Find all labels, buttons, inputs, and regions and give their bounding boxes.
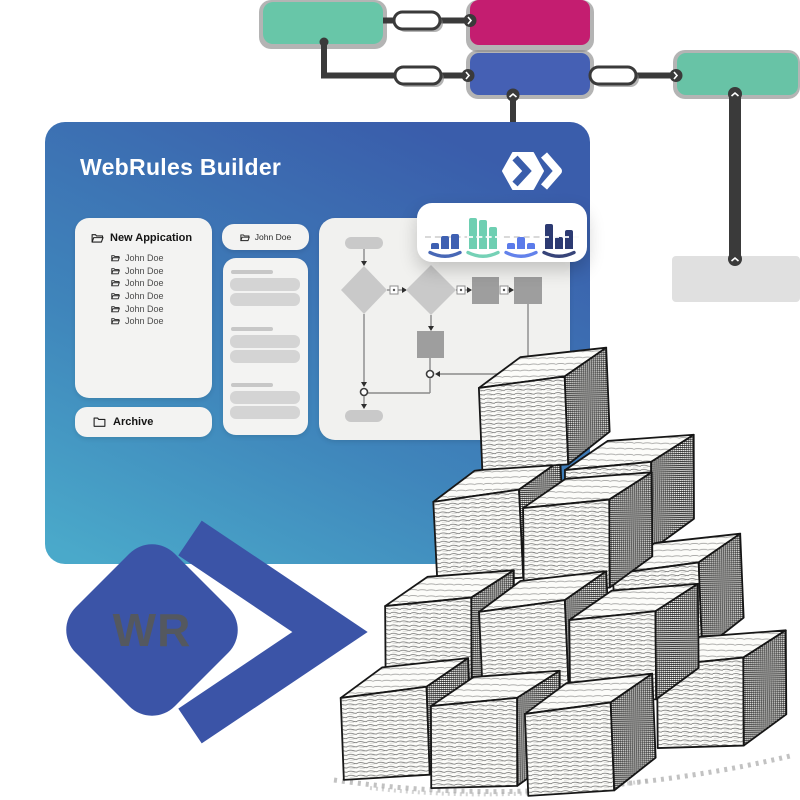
cube-stack-illustration [333,346,791,797]
sidebar-item-label: John Doe [125,278,164,289]
chart-gridline-highlight [543,236,579,238]
sidebar-item-label: John Doe [125,265,164,276]
bar [507,243,515,249]
archive-button[interactable]: Archive [75,407,212,437]
chart-bars [428,217,576,259]
junction-node[interactable] [359,387,369,397]
port-dot-arrow [506,88,520,102]
sidebar-section-header[interactable]: New Appication [91,232,212,244]
port-dot-arrow [463,14,477,27]
port-dot-arrow [728,87,742,101]
bar [451,234,459,249]
sidebar-item-label: John Doe [125,316,164,327]
sidebar-item[interactable]: John Doe [111,315,212,328]
open-folder-icon [239,233,250,241]
sidebar-item[interactable]: John Doe [111,265,212,278]
bar [479,220,487,249]
process-node[interactable] [472,277,499,304]
folder-icon [111,293,120,300]
flow-connector-line [321,42,397,79]
wr-logo-text: WR [112,604,192,656]
placeholder-bar [230,293,300,306]
sidebar-item-label: John Doe [125,291,164,302]
bar [441,236,449,249]
folder-icon [111,268,120,275]
folder-icon [111,305,120,312]
document-header-label: John Doe [254,232,292,242]
wr-chevron-icon [178,520,368,744]
placeholder-bar [230,335,300,348]
bar-group [428,217,462,259]
document-header-card[interactable]: John Doe [222,224,309,250]
placeholder-line [231,270,273,274]
bar [517,237,525,249]
end-node[interactable] [345,410,383,422]
folder-icon [111,255,120,262]
decision-node[interactable] [406,265,456,315]
sidebar: New Appication John Doe John Doe John Do… [75,218,212,398]
decision-node[interactable] [341,266,387,314]
port-dot [319,37,329,47]
chart-gridline-highlight [467,236,501,238]
folder-icon [111,318,120,325]
flow-pill-connector[interactable] [392,10,443,32]
sidebar-item-label: John Doe [125,303,164,314]
port-dot-arrow [669,69,683,82]
flow-node-teal[interactable] [677,53,798,95]
flow-node-gray-placeholder[interactable] [672,256,800,302]
sidebar-item[interactable]: John Doe [111,290,212,303]
port-dot-arrow [728,252,742,266]
sidebar-item-list: John Doe John Doe John Doe John Doe John… [75,252,212,328]
placeholder-bar [230,278,300,291]
process-node[interactable] [514,277,542,304]
junction-node[interactable] [425,369,435,379]
flow-node-green[interactable] [263,2,383,44]
bar [555,237,563,249]
brand-hexagon-logo-icon [502,152,562,190]
bar [527,243,535,249]
sidebar-section-title: New Appication [110,232,193,244]
bar-group [466,217,500,259]
placeholder-line [231,327,273,331]
closed-folder-icon [93,417,106,427]
placeholder-bar [230,350,300,363]
bar [431,243,439,249]
bar [469,218,477,249]
flow-node-pink[interactable] [470,0,590,45]
page-title: WebRules Builder [80,154,282,180]
flowchart-diagram [341,237,542,422]
mini-bar-chart [417,203,587,262]
archive-label: Archive [113,416,154,428]
bar [565,230,573,249]
open-folder-icon [91,234,104,243]
flow-pill-connector[interactable] [588,65,639,87]
sidebar-item[interactable]: John Doe [111,302,212,315]
flow-pill-connector[interactable] [393,65,444,87]
placeholder-bar [230,406,300,419]
chart-gridline [425,236,579,238]
placeholder-line [231,383,273,387]
bar-group [504,217,538,259]
folder-icon [111,280,120,287]
placeholder-bar [230,391,300,404]
bar-group [542,217,576,259]
sidebar-item-label: John Doe [125,253,164,264]
sidebar-item[interactable]: John Doe [111,277,212,290]
start-node[interactable] [345,237,383,249]
port-dot-arrow [461,69,475,82]
process-node[interactable] [417,331,444,358]
top-flowchart [259,0,800,302]
bar [489,227,497,249]
wr-logo: WR [40,498,370,758]
analytics-chart-card [417,203,587,262]
sidebar-item[interactable]: John Doe [111,252,212,265]
flow-node-blue[interactable] [470,53,590,95]
document-preview-card[interactable] [223,258,308,435]
